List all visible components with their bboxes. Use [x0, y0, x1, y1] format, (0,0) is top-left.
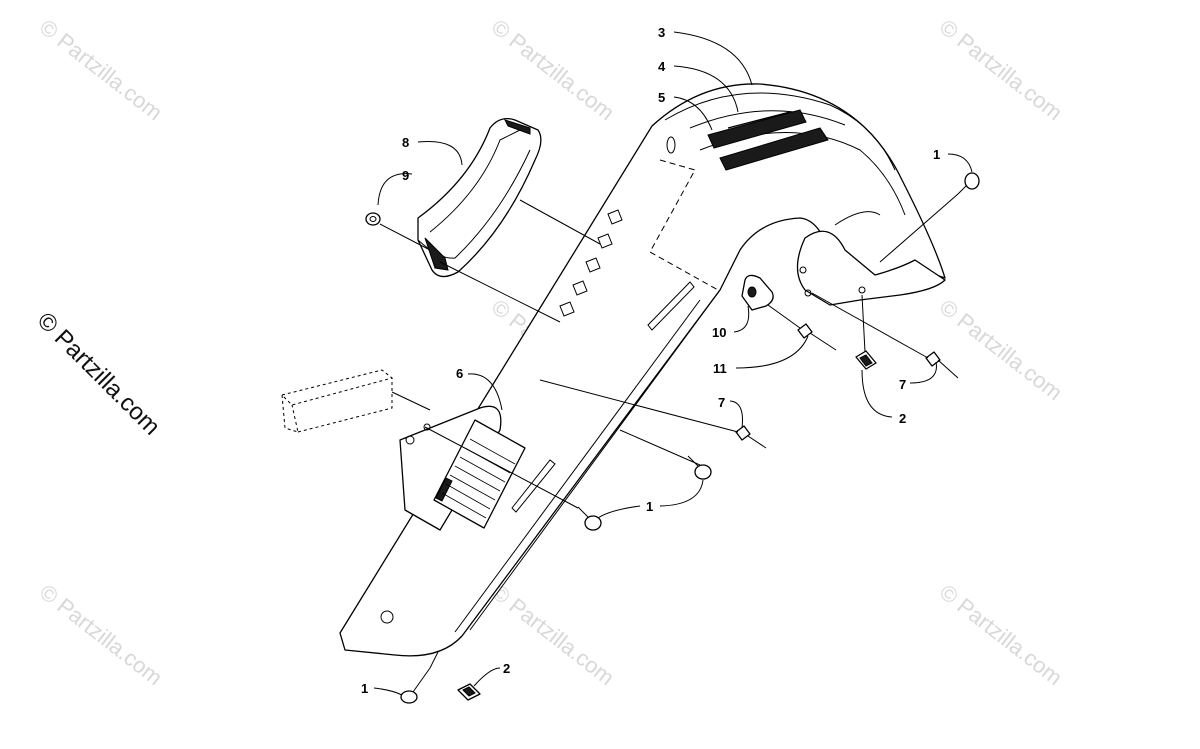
- watermark: © Partzilla.com: [487, 14, 619, 125]
- screw: [577, 506, 602, 531]
- assembly-lines: [379, 193, 959, 669]
- callout-1: 1: [646, 499, 653, 514]
- rivet: [735, 425, 767, 449]
- callout-2: 2: [503, 661, 510, 676]
- rivet: [797, 323, 837, 351]
- callout-1: 1: [361, 681, 368, 696]
- washer: [365, 212, 381, 226]
- vent-slots: [559, 209, 623, 317]
- watermark: © Partzilla.com: [935, 579, 1067, 690]
- right-mount-plate: [796, 230, 946, 306]
- callout-9: 9: [402, 168, 409, 183]
- callout-1: 1: [933, 147, 940, 162]
- callout-7: 7: [899, 377, 906, 392]
- grab-handle: [417, 117, 542, 278]
- callout-3: 3: [658, 25, 665, 40]
- callout-5: 5: [658, 90, 665, 105]
- callout-7: 7: [718, 395, 725, 410]
- watermark: © Partzilla.com: [935, 14, 1067, 125]
- callout-2: 2: [899, 411, 906, 426]
- rear-flap-body: [339, 83, 946, 657]
- nut-clip: [457, 683, 481, 701]
- frame-rail: [281, 369, 394, 433]
- watermark: © Partzilla.com: [935, 294, 1067, 405]
- screw: [957, 172, 980, 195]
- screw: [687, 455, 712, 480]
- copyright-text: © Partzilla.com: [32, 307, 165, 440]
- callout-6: 6: [456, 366, 463, 381]
- rivet: [925, 351, 959, 379]
- watermark: © Partzilla.com: [35, 14, 167, 125]
- fender-decals: [707, 109, 829, 171]
- callout-10: 10: [712, 325, 726, 340]
- bracket: [741, 274, 774, 311]
- callout-4: 4: [658, 59, 666, 74]
- screw: [400, 667, 431, 704]
- callout-8: 8: [402, 135, 409, 150]
- watermark: © Partzilla.com: [35, 579, 167, 690]
- warning-decal: [433, 419, 526, 529]
- callout-11: 11: [713, 361, 727, 376]
- callout-leaders: [373, 31, 973, 696]
- callout-labels: 3 4 5 8 9 1 10 11 7 2 7 6 1 1 2: [361, 25, 940, 696]
- nut-clip: [855, 350, 877, 370]
